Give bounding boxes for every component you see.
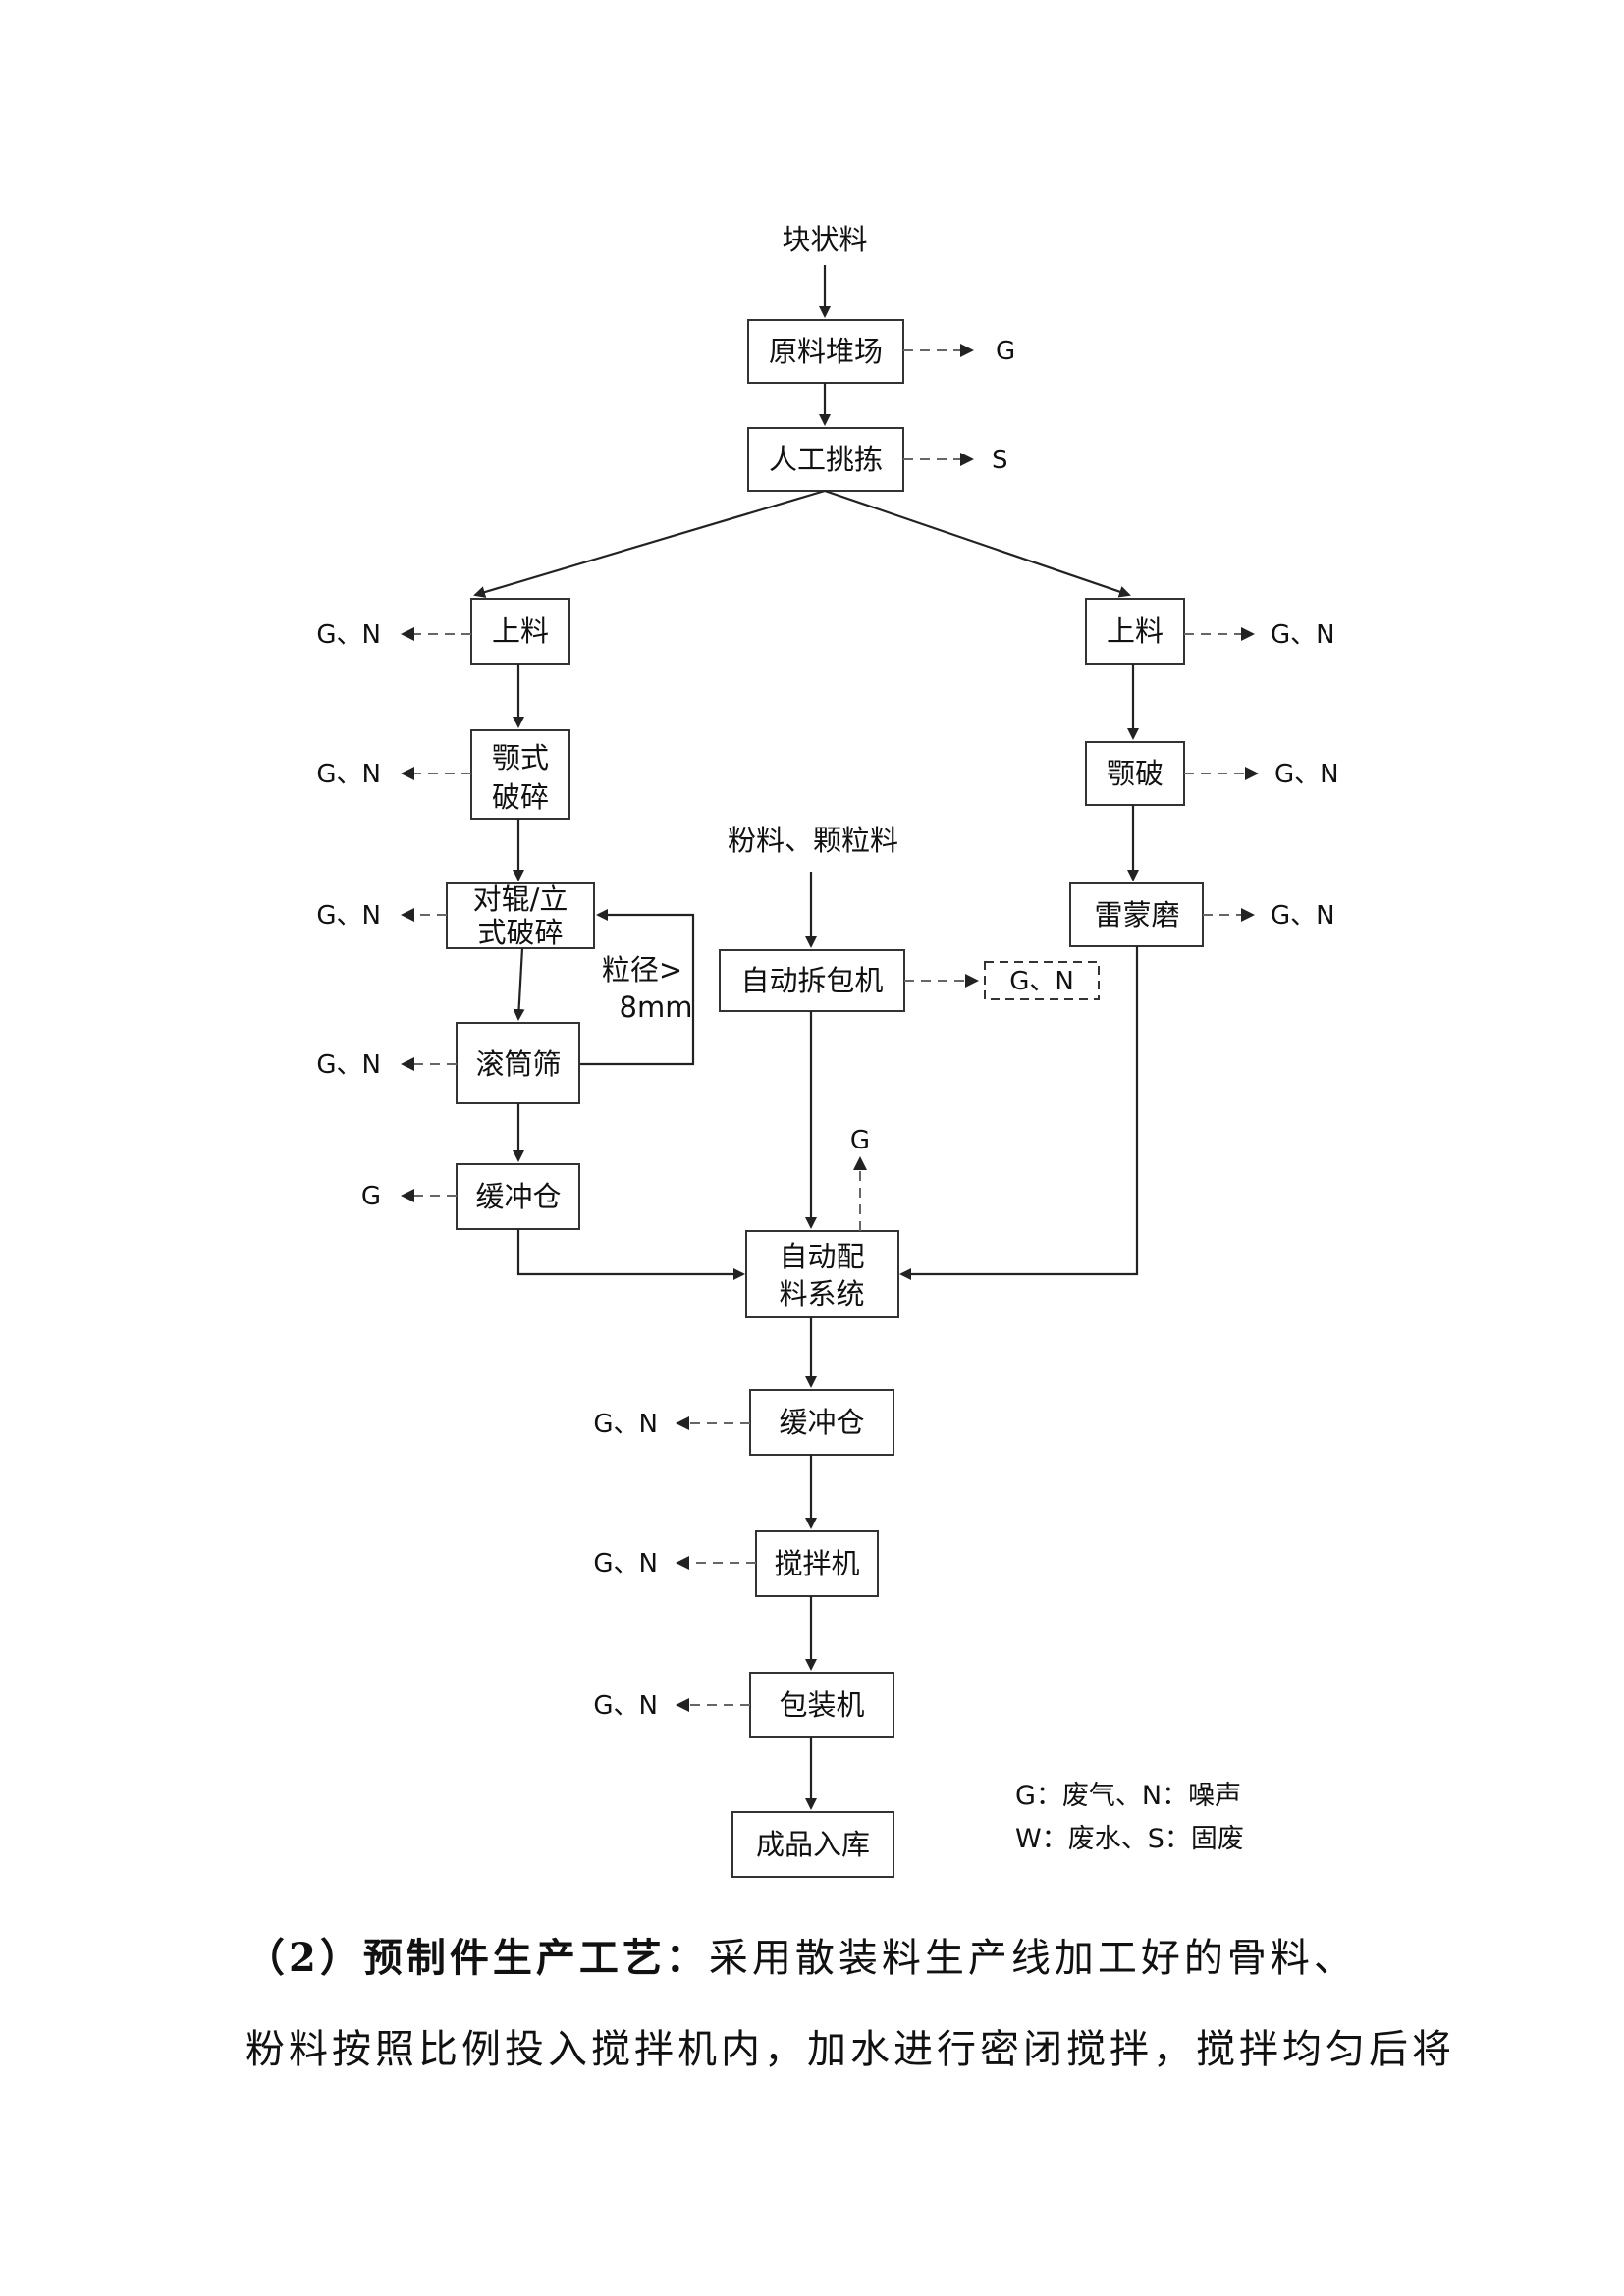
left-feed-emission: G、N: [316, 620, 381, 650]
mixer-label: 搅拌机: [774, 1547, 859, 1580]
roller-crusher-line2: 式破碎: [477, 916, 563, 949]
right-feed-label: 上料: [1107, 614, 1164, 648]
input-blocky-label: 块状料: [782, 223, 867, 256]
batching-line1: 自动配: [779, 1240, 864, 1273]
right-jaw-emission: G、N: [1274, 760, 1339, 789]
left-jaw-crusher-node: 颚式 破碎: [470, 729, 570, 820]
paragraph-line2: 粉料按照比例投入搅拌机内，加水进行密闭搅拌，搅拌均匀后将: [245, 2027, 1455, 2072]
raw-yard-label: 原料堆场: [769, 335, 883, 368]
bottom-buffer-emission: G、N: [593, 1410, 658, 1439]
raymond-mill-node: 雷蒙磨: [1069, 882, 1204, 947]
legend-line2: W：废水、S：固废: [1015, 1824, 1244, 1854]
process-flowchart: 块状料 原料堆场 G 人工挑拣 S 上料 G、N 颚式 破碎 G、N 对辊/立 …: [316, 223, 1339, 1878]
input-powder-label: 粉料、颗粒料: [728, 824, 898, 857]
raw-yard-node: 原料堆场: [747, 319, 904, 384]
drum-screen-node: 滚筒筛: [456, 1022, 580, 1104]
raw-yard-emission: G: [996, 337, 1015, 366]
arrow-left-buffer-to-batching: [516, 1229, 745, 1280]
right-feed-emission: G、N: [1271, 620, 1335, 650]
left-buffer-emission: G: [361, 1182, 381, 1211]
raymond-mill-label: 雷蒙磨: [1094, 898, 1179, 932]
roller-emission: G、N: [316, 901, 381, 931]
drum-screen-label: 滚筒筛: [475, 1047, 561, 1081]
roller-crusher-node: 对辊/立 式破碎: [446, 882, 595, 949]
unpacker-label: 自动拆包机: [740, 964, 883, 997]
left-buffer-node: 缓冲仓: [456, 1163, 580, 1230]
unpacker-emission-box: [984, 961, 1100, 1000]
left-jaw-crusher-line1: 颚式: [492, 741, 549, 774]
left-buffer-label: 缓冲仓: [475, 1180, 561, 1213]
batching-emission: G: [850, 1126, 870, 1155]
oversize-label-line2: 8mm: [620, 990, 693, 1024]
drum-screen-emission: G、N: [316, 1050, 381, 1080]
left-jaw-emission: G、N: [316, 760, 381, 789]
manual-sort-emission: S: [992, 446, 1008, 475]
roller-crusher-line1: 对辊/立: [473, 882, 568, 916]
oversize-label-line1: 粒径>: [602, 953, 682, 987]
warehouse-label: 成品入库: [756, 1828, 870, 1861]
arrow-sort-to-right-feed: [824, 489, 1131, 598]
unpacker-emission: G、N: [1009, 967, 1074, 996]
right-feed-node: 上料: [1085, 598, 1185, 665]
manual-sort-label: 人工挑拣: [769, 443, 883, 476]
arrow-sort-to-left-feed: [473, 489, 826, 598]
manual-sort-node: 人工挑拣: [747, 427, 904, 492]
unpacker-node: 自动拆包机: [719, 949, 905, 1012]
bottom-buffer-label: 缓冲仓: [779, 1406, 864, 1439]
paragraph-heading: （2）预制件生产工艺：: [245, 1935, 709, 1981]
bottom-buffer-node: 缓冲仓: [749, 1389, 894, 1456]
legend-line1: G：废气、N：噪声: [1015, 1781, 1241, 1811]
paragraph-line1-text: 采用散装料生产线加工好的骨料、: [708, 1936, 1357, 1981]
left-feed-node: 上料: [470, 598, 570, 665]
warehouse-node: 成品入库: [731, 1811, 894, 1878]
paragraph-line1: （2）预制件生产工艺：采用散装料生产线加工好的骨料、: [245, 1926, 1424, 1983]
batching-system-node: 自动配 料系统: [745, 1230, 899, 1318]
mixer-node: 搅拌机: [755, 1530, 879, 1597]
left-jaw-crusher-line2: 破碎: [492, 780, 549, 814]
packer-node: 包装机: [749, 1672, 894, 1738]
packer-label: 包装机: [779, 1688, 864, 1722]
packer-emission: G、N: [593, 1691, 658, 1721]
arrow-roller-to-screen: [513, 947, 525, 1021]
raymond-emission: G、N: [1271, 901, 1335, 931]
right-jaw-node: 颚破: [1085, 741, 1185, 806]
oversize-return-arrow: [579, 909, 695, 1066]
arrow-raymond-to-batching: [899, 946, 1139, 1280]
right-jaw-label: 颚破: [1107, 757, 1164, 790]
left-feed-label: 上料: [492, 614, 549, 648]
batching-line2: 料系统: [779, 1277, 864, 1310]
mixer-emission: G、N: [593, 1549, 658, 1578]
